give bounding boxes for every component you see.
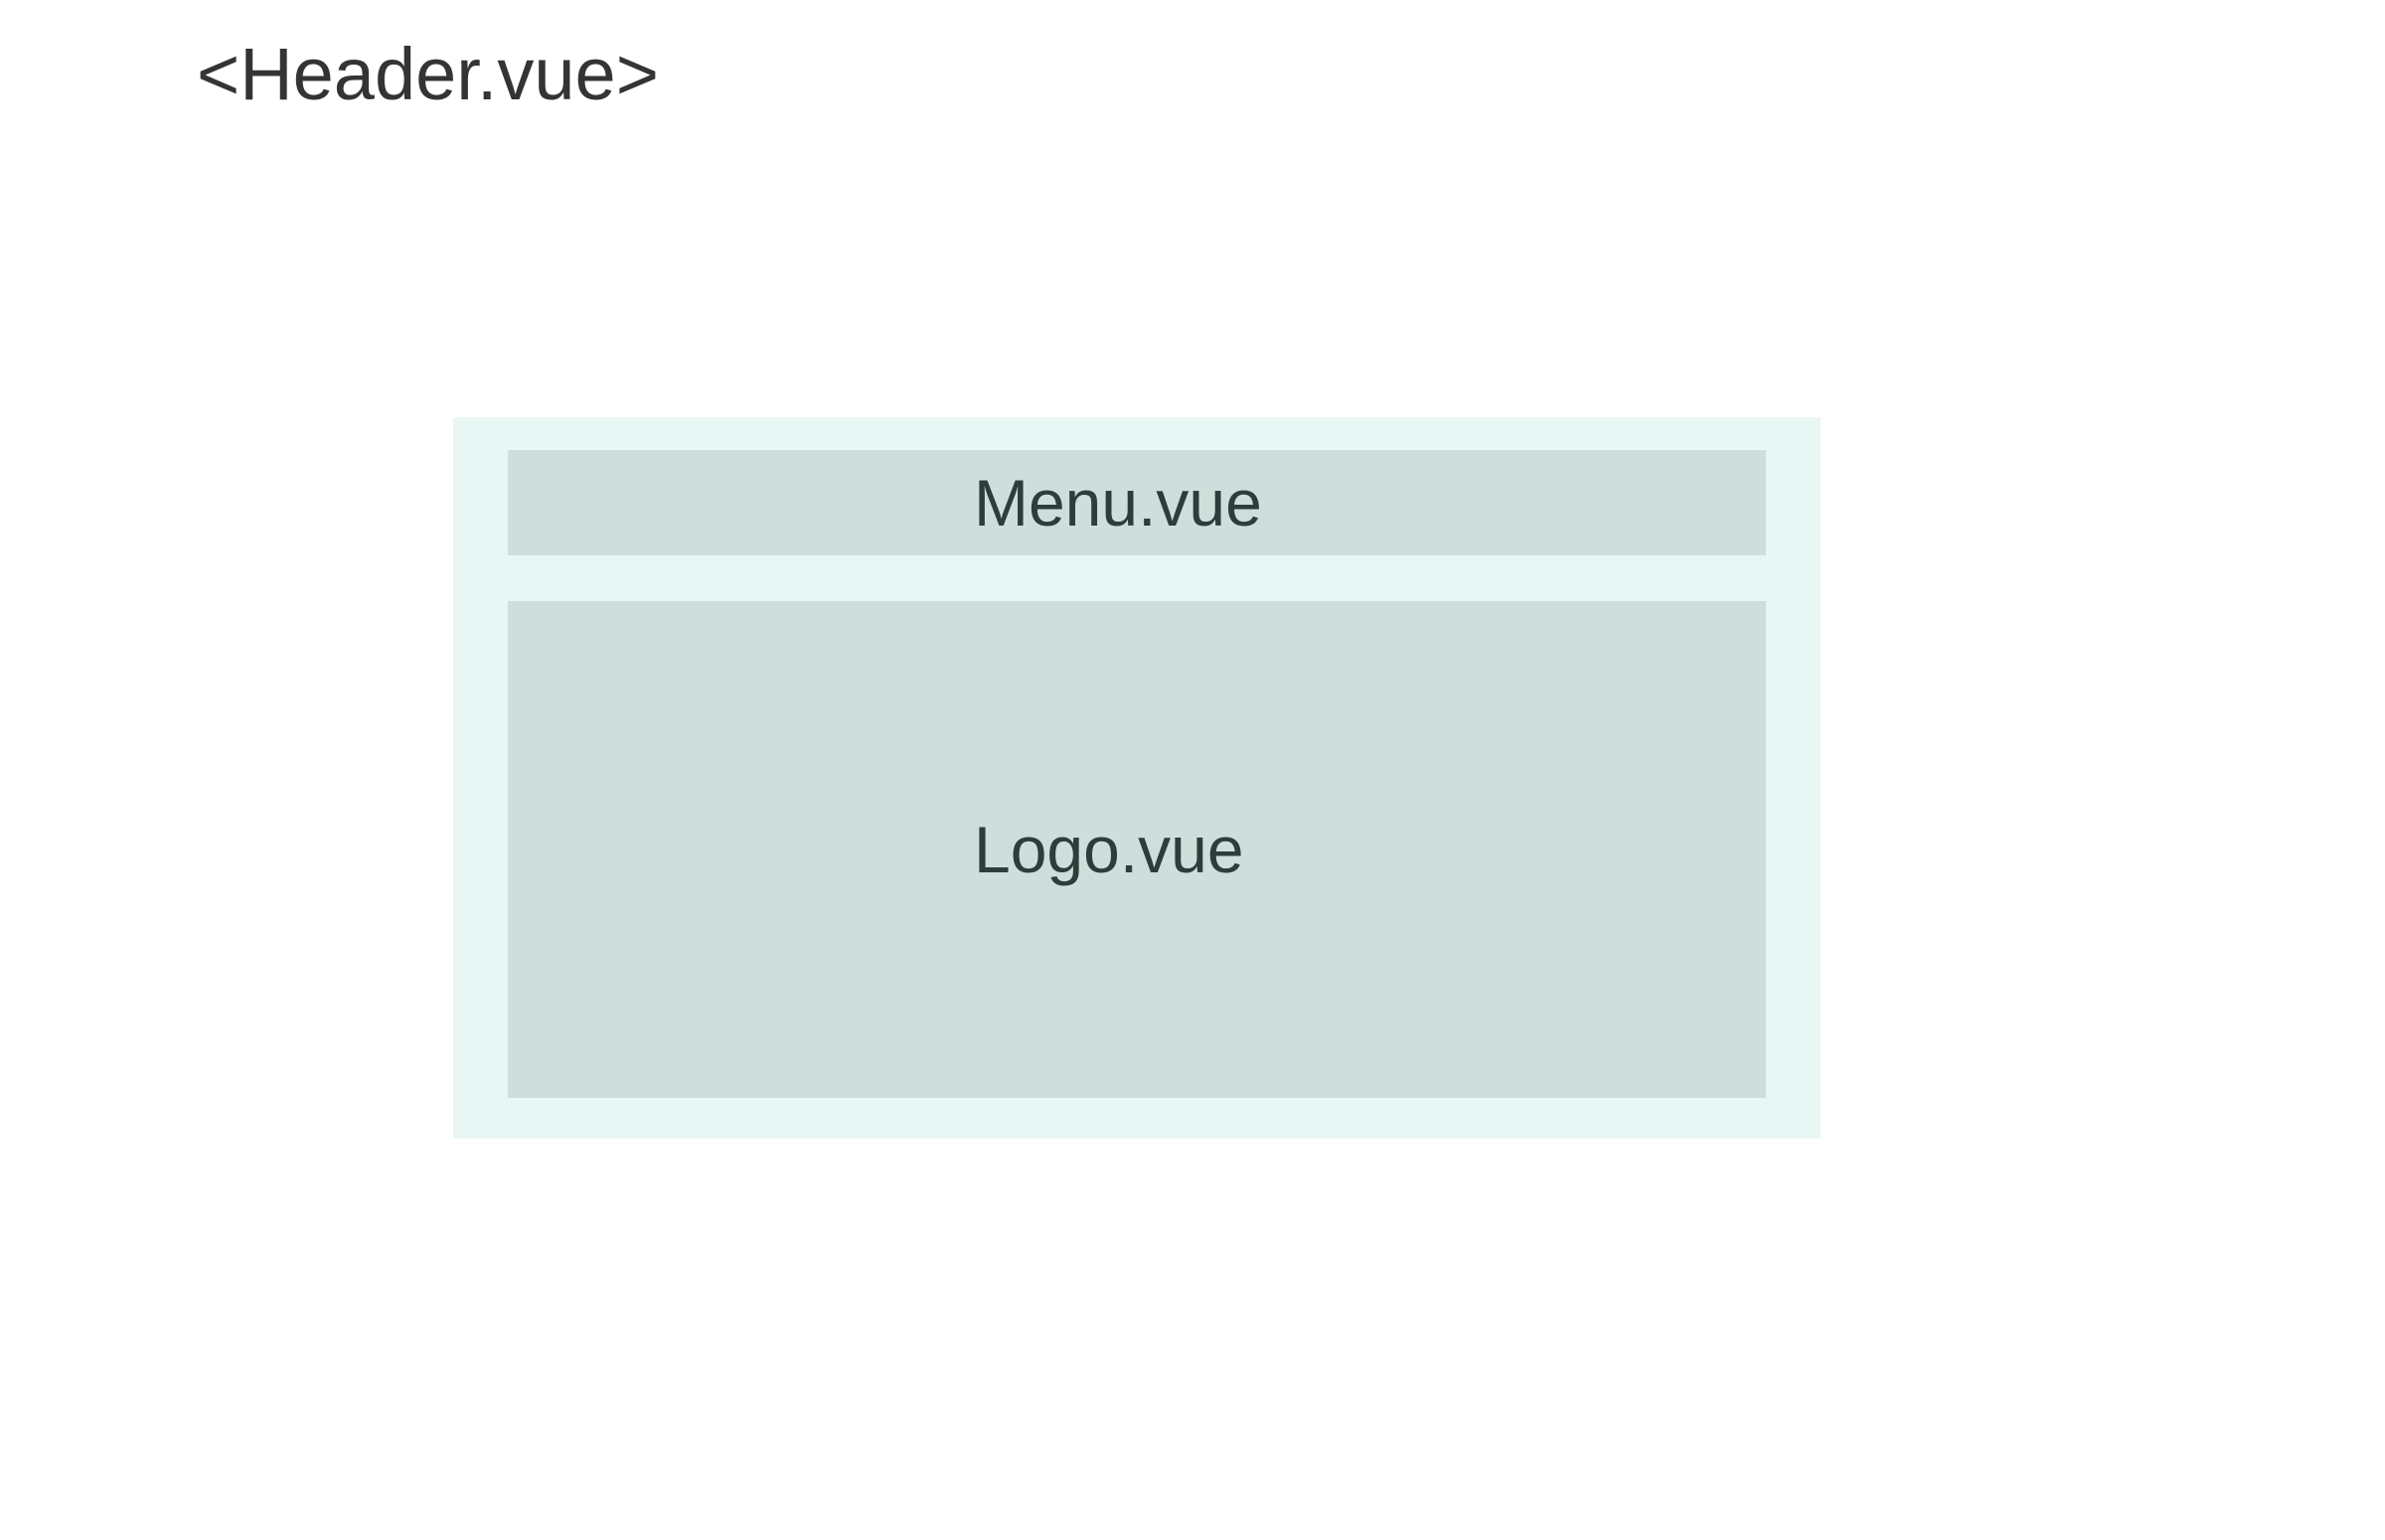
header-component-title: <Header.vue> bbox=[197, 33, 659, 115]
menu-component-box: Menu.vue bbox=[508, 450, 1766, 555]
header-component-container: Menu.vue Logo.vue bbox=[453, 417, 1821, 1139]
menu-component-label: Menu.vue bbox=[974, 466, 1262, 539]
logo-component-box: Logo.vue bbox=[508, 601, 1766, 1098]
logo-component-label: Logo.vue bbox=[974, 813, 1244, 886]
